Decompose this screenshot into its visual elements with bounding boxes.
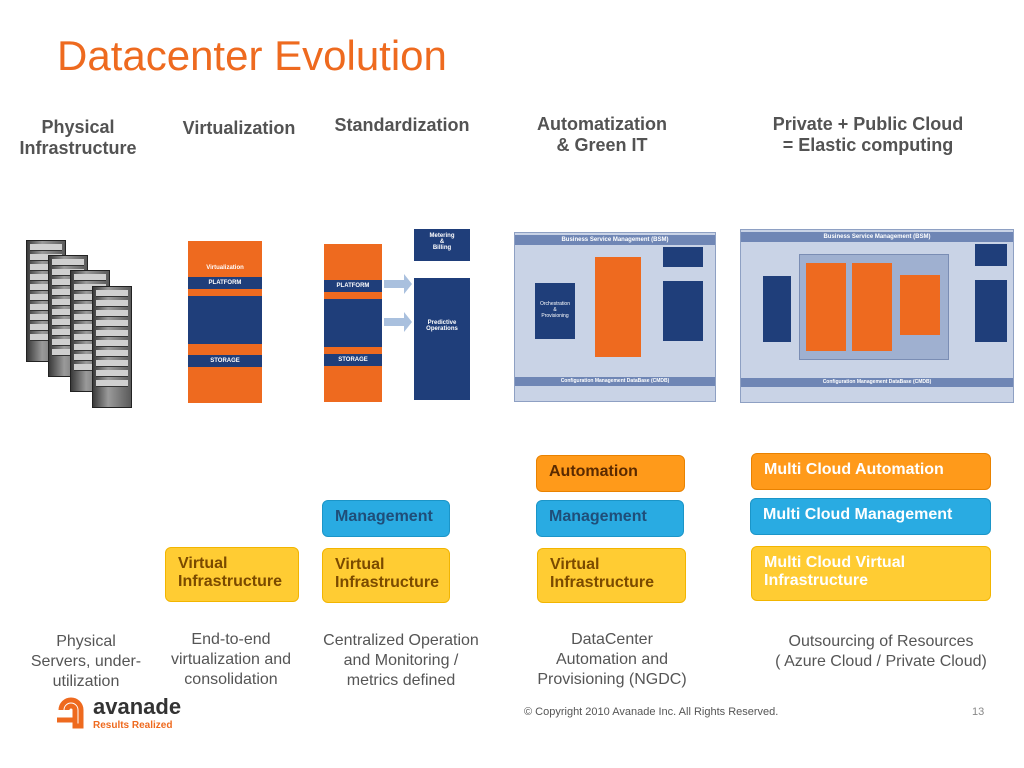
description-virtualization: End-to-end virtualization and consolidat… — [170, 631, 292, 688]
mini-stack — [595, 257, 641, 357]
metering-box: Metering & Billing — [414, 229, 470, 261]
storage-bar: STORAGE — [324, 354, 382, 366]
cmdb-bar: Configuration Management DataBase (CMDB) — [741, 378, 1013, 387]
page-number: 13 — [972, 706, 985, 718]
description-cloud: Outsourcing of Resources ( Azure Cloud /… — [775, 633, 987, 670]
bsm-bar: Business Service Management (BSM) — [741, 232, 1013, 242]
bsm-bar: Business Service Management (BSM) — [515, 235, 715, 245]
cmdb-bar: Configuration Management DataBase (CMDB) — [515, 377, 715, 386]
platform-bar: PLATFORM — [188, 277, 262, 289]
cloud-diagram: Business Service Management (BSM) Config… — [740, 229, 1014, 403]
heading-cloud: Private + Public Cloud = Elastic computi… — [772, 114, 964, 155]
virtual-infrastructure-box: Virtual Infrastructure — [322, 548, 450, 603]
arrows-icon — [384, 274, 412, 332]
multi-cloud-automation-box: Multi Cloud Automation — [751, 453, 991, 490]
management-box: Management — [536, 500, 684, 537]
standardization-stack-diagram: PLATFORM STORAGE — [324, 244, 382, 402]
virtual-infrastructure-box: Virtual Infrastructure — [165, 547, 299, 602]
heading-standardization: Standardization — [334, 115, 470, 135]
description-physical: Physical Servers, under- utilization — [30, 633, 142, 690]
virtualization-label: Virtualization — [206, 265, 244, 271]
predictive-mini — [975, 280, 1007, 342]
copyright-text: © Copyright 2010 Avanade Inc. All Rights… — [524, 706, 779, 718]
heading-automatization: Automatization & Green IT — [537, 114, 667, 155]
heading-virtualization: Virtualization — [182, 118, 296, 138]
stack-public — [852, 263, 892, 351]
virtualization-stack-diagram: Virtualization PLATFORM STORAGE — [188, 241, 262, 403]
cloud-stack-area — [799, 254, 949, 360]
orchestration-box: Orchestration & Provisioning — [535, 283, 575, 339]
description-standardization: Centralized Operation and Monitoring / m… — [323, 632, 479, 689]
platform-bar: PLATFORM — [324, 280, 382, 292]
server-racks-image — [26, 240, 136, 410]
automatization-diagram: Business Service Management (BSM) Orches… — [514, 232, 716, 402]
avanade-logo: avanade Results Realized — [55, 694, 205, 734]
page-title: Datacenter Evolution — [57, 32, 447, 79]
orchestration-mini — [763, 276, 791, 342]
metering-mini — [663, 247, 703, 267]
avanade-logo-icon — [57, 697, 84, 729]
network-block — [324, 299, 382, 347]
management-box: Management — [322, 500, 450, 537]
multi-cloud-virtual-box: Multi Cloud Virtual Infrastructure — [751, 546, 991, 601]
multi-cloud-management-box: Multi Cloud Management — [750, 498, 991, 535]
metering-mini — [975, 244, 1007, 266]
stack-partner — [900, 275, 940, 335]
network-block — [188, 296, 262, 344]
predictive-mini — [663, 281, 703, 341]
server-rack — [92, 286, 132, 408]
arrows-graphic — [384, 260, 412, 360]
automation-box: Automation — [536, 455, 685, 492]
heading-physical: Physical Infrastructure — [19, 117, 137, 158]
logo-tagline: Results Realized — [93, 720, 173, 731]
predictive-box: Predictive Operations — [414, 278, 470, 400]
stack-private — [806, 263, 846, 351]
logo-name: avanade — [93, 694, 182, 719]
storage-bar: STORAGE — [188, 355, 262, 367]
description-automatization: DataCenter Automation and Provisioning (… — [537, 631, 687, 688]
virtual-infrastructure-box: Virtual Infrastructure — [537, 548, 686, 603]
